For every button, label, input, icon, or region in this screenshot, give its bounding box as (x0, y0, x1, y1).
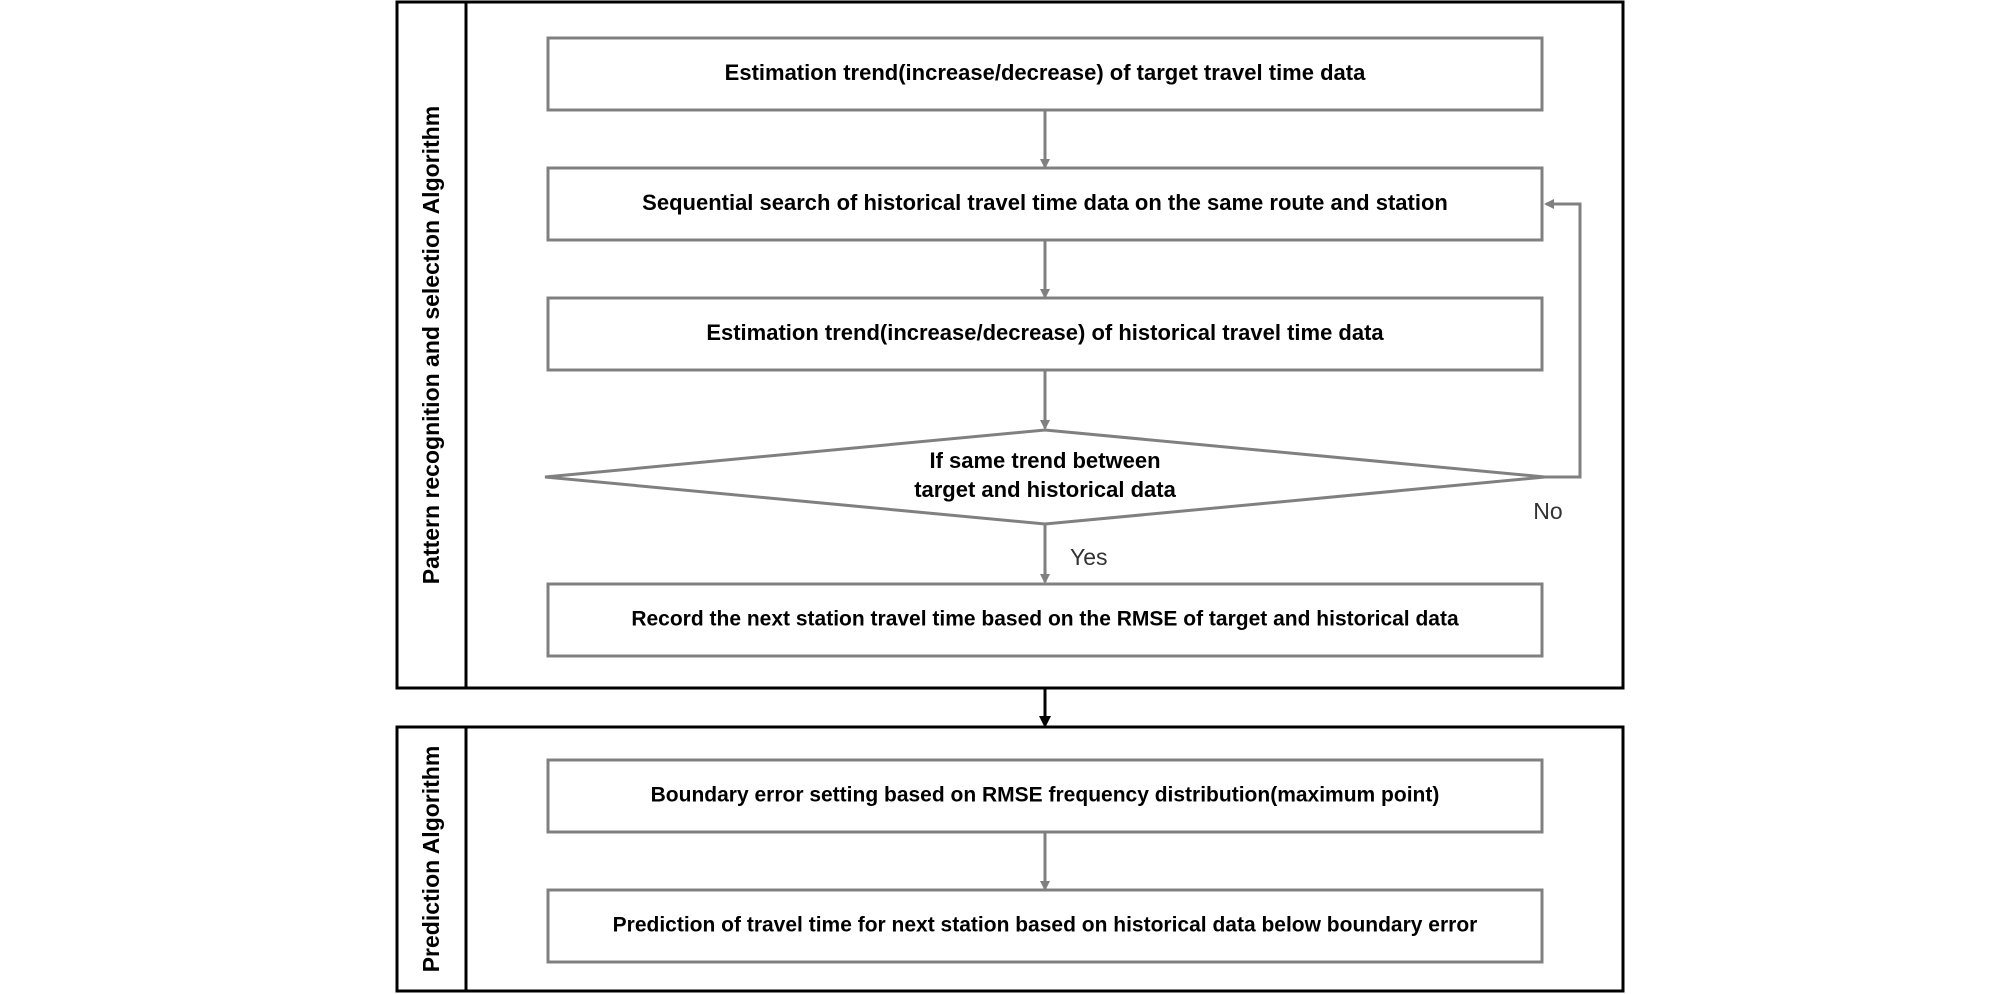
prediction-panel-label: Prediction Algorithm (418, 746, 444, 973)
step-boundary: Boundary error setting based on RMSE fre… (546, 758, 1544, 834)
decision-text-line1: If same trend between (929, 448, 1160, 473)
edge-label-yes: Yes (1070, 544, 1108, 570)
step-estimation-target: Estimation trend(increase/decrease) of t… (546, 36, 1544, 112)
decision-same-trend: If same trend between target and histori… (544, 428, 1546, 526)
step-prediction-text: Prediction of travel time for next stati… (613, 914, 1478, 937)
step-estimation-historical-text: Estimation trend(increase/decrease) of h… (706, 320, 1384, 345)
step-prediction: Prediction of travel time for next stati… (546, 888, 1544, 964)
step-estimation-target-text: Estimation trend(increase/decrease) of t… (725, 60, 1366, 85)
step-record-text: Record the next station travel time base… (631, 608, 1459, 631)
step-sequential-search: Sequential search of historical travel t… (546, 166, 1544, 242)
step-record: Record the next station travel time base… (546, 582, 1544, 658)
step-estimation-historical: Estimation trend(increase/decrease) of h… (546, 296, 1544, 372)
decision-text-line2: target and historical data (914, 477, 1176, 502)
arrow-no-loop (1544, 199, 1582, 479)
step-sequential-search-text: Sequential search of historical travel t… (642, 190, 1448, 215)
pattern-panel-label: Pattern recognition and selection Algori… (418, 106, 444, 584)
edge-label-no: No (1533, 498, 1562, 524)
step-boundary-text: Boundary error setting based on RMSE fre… (651, 784, 1440, 807)
